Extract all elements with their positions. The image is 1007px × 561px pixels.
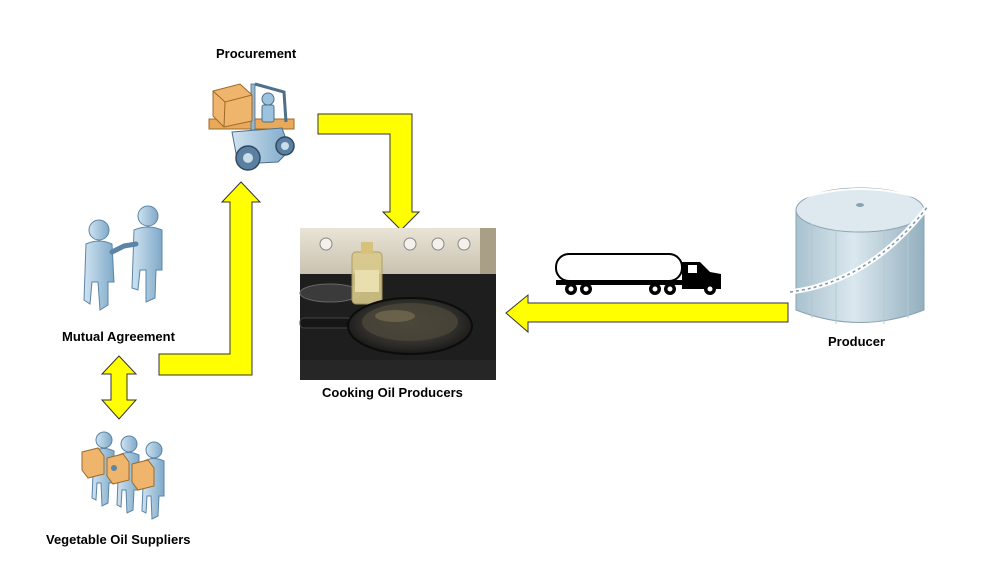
producer-label: Producer	[828, 334, 886, 349]
arrow-agreement-to-procurement	[158, 181, 262, 376]
arrow-suppliers-agreement	[100, 355, 138, 420]
arrow-procurement-to-cooking	[317, 113, 421, 231]
procurement-label: Procurement	[216, 46, 297, 61]
handshake-icon	[83, 205, 163, 311]
people-with-boxes-icon	[81, 431, 165, 520]
forklift-icon	[208, 82, 295, 171]
arrow-producer-to-cooking	[505, 293, 789, 334]
frying-pan-on-stove-image	[299, 228, 496, 380]
tanker-truck-icon	[555, 253, 721, 295]
storage-tank-icon	[789, 187, 930, 324]
cooking-oil-producers-label: Cooking Oil Producers	[322, 385, 463, 400]
vegetable-oil-suppliers-label: Vegetable Oil Suppliers	[46, 532, 191, 547]
mutual-agreement-label: Mutual Agreement	[62, 329, 175, 344]
